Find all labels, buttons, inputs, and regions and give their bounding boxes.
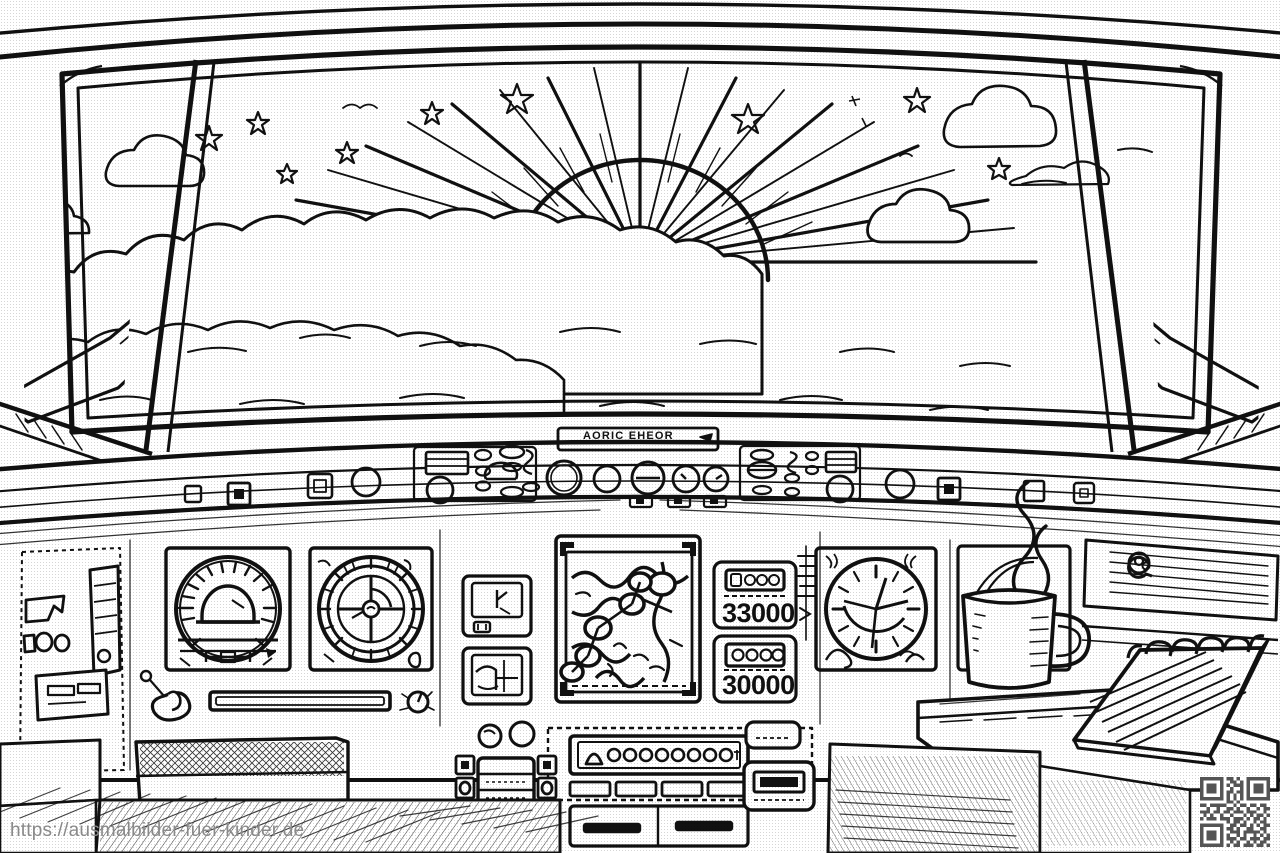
glareshield-controls — [183, 426, 1096, 509]
birds — [342, 103, 913, 157]
clock-gauge — [814, 546, 938, 672]
panel-shading — [0, 499, 1280, 771]
secondary-readout-box — [712, 634, 798, 704]
steam — [1011, 480, 1051, 604]
coffee-mug — [961, 480, 1091, 690]
windshield-frame — [0, 2, 1280, 476]
small-display-lower — [461, 646, 533, 706]
lower-right-panel — [1038, 764, 1192, 853]
cloud-detail-lines — [99, 327, 1011, 411]
stars — [194, 82, 1012, 185]
altitude-readout-box — [712, 560, 798, 630]
spiral-rings — [1126, 634, 1265, 659]
altitude-readout-value: 33000 — [722, 598, 795, 628]
right-pedestal-controls — [742, 720, 816, 812]
cloud-mid-right — [866, 187, 971, 244]
navigation-map-display — [554, 534, 702, 704]
cloud-upper-right — [942, 84, 1110, 187]
left-side-panel — [19, 547, 125, 773]
watermark-url: https://ausmalbilder-fuer-kinder.de — [10, 820, 305, 841]
qr-code[interactable] — [1197, 777, 1273, 847]
glareshield-display-label: AORIC EHEOR — [583, 430, 674, 442]
sky-scene — [60, 60, 1153, 430]
bottom-texture — [0, 787, 1019, 849]
vertical-tape-scale — [797, 545, 817, 641]
annunciator-lights — [606, 747, 734, 763]
spiral-notepad — [1072, 634, 1270, 766]
pedestal-buttons — [568, 780, 750, 798]
heading-indicator — [308, 546, 434, 672]
attitude-indicator — [164, 546, 292, 672]
secondary-readout-value: 30000 — [722, 670, 795, 700]
cloud-wisps-right — [1021, 147, 1153, 185]
bottom-left-dial — [1127, 551, 1151, 575]
small-display-upper — [461, 574, 533, 638]
control-bar — [139, 669, 435, 722]
